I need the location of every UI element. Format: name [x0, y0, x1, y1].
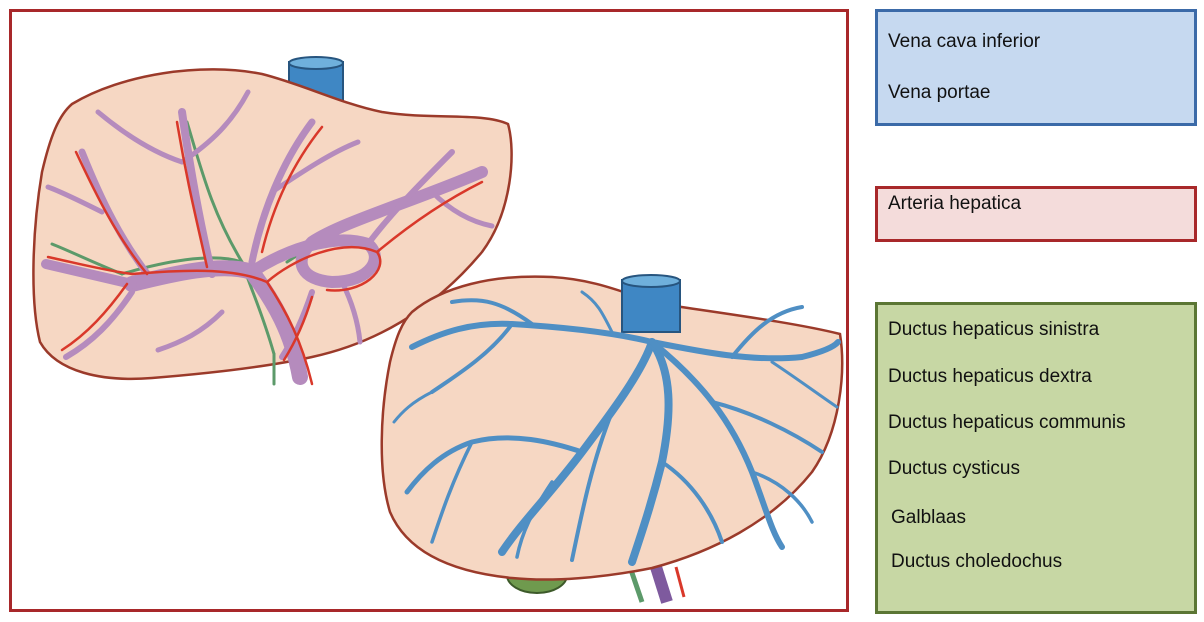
label-vena-portae: Vena portae — [888, 82, 991, 103]
liver-right — [380, 274, 844, 604]
label-ductus-choledochus: Ductus choledochus — [891, 551, 1063, 572]
hepatic-artery-left — [46, 120, 484, 386]
liver-illustration — [32, 56, 844, 604]
label-ductus-hepaticus-communis: Ductus hepaticus communis — [888, 412, 1126, 433]
label-vena-cava-inferior: Vena cava inferior — [888, 31, 1041, 52]
label-galblaas: Galblaas — [891, 507, 966, 528]
legend-box-artery — [875, 186, 1197, 242]
label-ductus-cysticus: Ductus cysticus — [888, 458, 1020, 479]
legend-box-bile-ducts — [875, 302, 1197, 614]
bile-ducts-right — [392, 290, 841, 566]
label-ductus-hepaticus-dextra: Ductus hepaticus dextra — [888, 366, 1092, 387]
label-ductus-hepaticus-sinistra: Ductus hepaticus sinistra — [888, 319, 1100, 340]
label-arteria-hepatica: Arteria hepatica — [888, 193, 1022, 214]
illustration-frame — [9, 9, 849, 612]
vena-cava-right — [621, 274, 681, 333]
legend-box-vessels — [875, 9, 1197, 126]
